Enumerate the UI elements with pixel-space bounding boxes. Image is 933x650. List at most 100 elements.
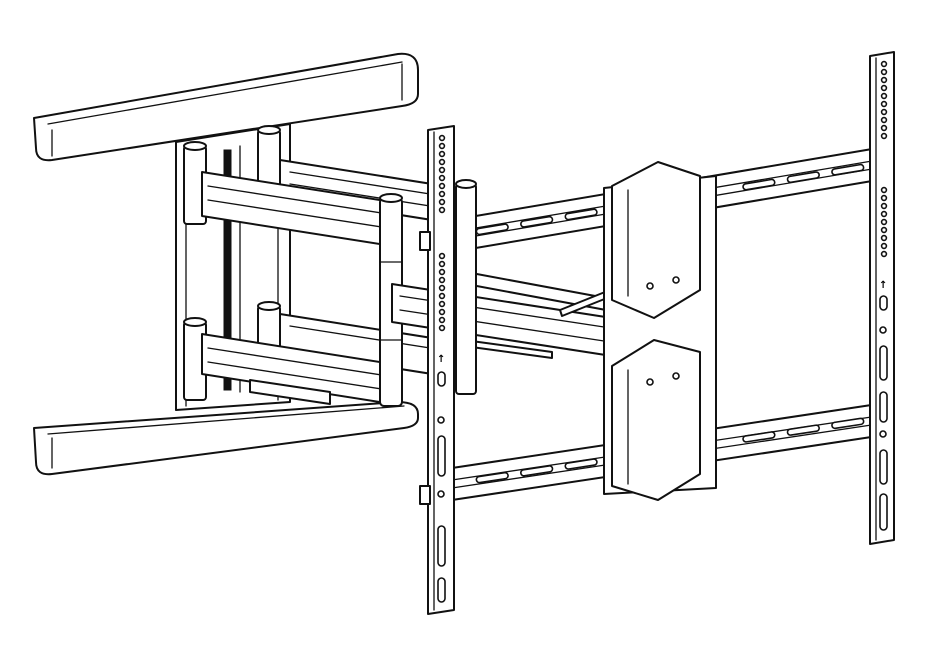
strap-hole [438, 260, 446, 268]
strap-clip [419, 485, 431, 505]
rail-slot [564, 458, 598, 470]
arm-groove [207, 347, 389, 377]
bottom-cover [33, 401, 419, 476]
strap-hole [438, 182, 446, 190]
screw-hole [646, 282, 654, 290]
rail-slot [475, 471, 509, 484]
strap-hole [880, 186, 888, 194]
strap-hole [438, 324, 446, 332]
strap-hole [880, 92, 888, 100]
rail-slot [742, 178, 776, 191]
strap-hole [880, 108, 888, 116]
strap-hole [879, 326, 887, 334]
strap-hole [438, 316, 446, 324]
strap-hole [438, 268, 446, 276]
strap-hole [880, 226, 888, 234]
tilt-head-lower-plate [611, 339, 701, 501]
strap-hole [880, 116, 888, 124]
rail-slot [831, 163, 865, 176]
arm-groove [207, 185, 389, 215]
strap-hole [438, 198, 446, 206]
hinge-cap [257, 301, 281, 311]
strap-slot [437, 525, 446, 567]
strap-slot [879, 493, 888, 531]
strap-connector-tube [455, 183, 477, 395]
strap-hole [438, 158, 446, 166]
arm-groove [207, 361, 389, 391]
strap-hole [438, 276, 446, 284]
strap-hole [437, 490, 445, 498]
arm-groove [207, 199, 389, 229]
strap-hole [438, 308, 446, 316]
strap-hole [438, 190, 446, 198]
up-arrow-icon: ↑ [437, 354, 445, 365]
strap-hole [438, 206, 446, 214]
strap-hole [438, 134, 446, 142]
strap-hole [880, 76, 888, 84]
strap-hole [438, 284, 446, 292]
connector-cap [455, 179, 477, 189]
bottom-cover-edge [47, 405, 405, 435]
strap-hole [880, 132, 888, 140]
wall-plate-slot [223, 149, 232, 391]
strap-hole [438, 252, 446, 260]
rail-slot [564, 208, 598, 221]
strap-hole [880, 202, 888, 210]
tilt-head [603, 161, 717, 501]
rail-slot [520, 215, 554, 228]
elbow-cap [379, 193, 403, 203]
strap-hole [880, 234, 888, 242]
top-cover [33, 52, 419, 162]
strap-hole [438, 150, 446, 158]
right-strap-holes [879, 60, 888, 531]
strap-hole [880, 218, 888, 226]
strap-slot [879, 295, 888, 311]
hinge-cap [183, 141, 207, 151]
top-rail-slots [475, 163, 865, 236]
rail-slot [786, 171, 820, 184]
strap-hole [880, 250, 888, 258]
top-cover-edge [47, 61, 403, 125]
strap-slot [437, 435, 446, 477]
strap-hole [879, 430, 887, 438]
lower-arm-assembly [201, 313, 471, 405]
hinge-cap [257, 125, 281, 135]
strap-hole [437, 416, 445, 424]
strap-slot [437, 371, 446, 387]
strap-hole [880, 84, 888, 92]
up-arrow-icon: ↑ [879, 280, 887, 291]
rail-slot [742, 431, 776, 443]
cable-clip [249, 379, 331, 405]
strap-hole [880, 210, 888, 218]
strap-hole [880, 242, 888, 250]
strap-hole [880, 194, 888, 202]
left-vertical-strap: ↑ [419, 125, 455, 615]
strap-clip [419, 231, 431, 251]
strap-hole [438, 300, 446, 308]
rail-slot [520, 465, 554, 477]
tilt-head-upper-plate [611, 161, 701, 319]
rail-slot [786, 424, 820, 436]
strap-slot [879, 391, 888, 423]
right-vertical-strap: ↑ [869, 51, 895, 545]
left-strap-holes [437, 134, 446, 603]
strap-hole [880, 124, 888, 132]
hinge-cap [183, 317, 207, 327]
rail-slot [831, 417, 865, 430]
strap-slot [437, 577, 446, 603]
strap-hole [438, 174, 446, 182]
strap-slot [879, 345, 888, 381]
strap-hole [438, 292, 446, 300]
wall-plate [33, 52, 419, 476]
strap-hole [438, 142, 446, 150]
bottom-rail-slots [475, 417, 865, 484]
screw-hole [672, 372, 680, 380]
strap-hole [880, 100, 888, 108]
strap-slot [879, 449, 888, 485]
strap-hole [438, 166, 446, 174]
strap-hole [880, 60, 888, 68]
screw-hole [646, 378, 654, 386]
screw-hole [672, 276, 680, 284]
